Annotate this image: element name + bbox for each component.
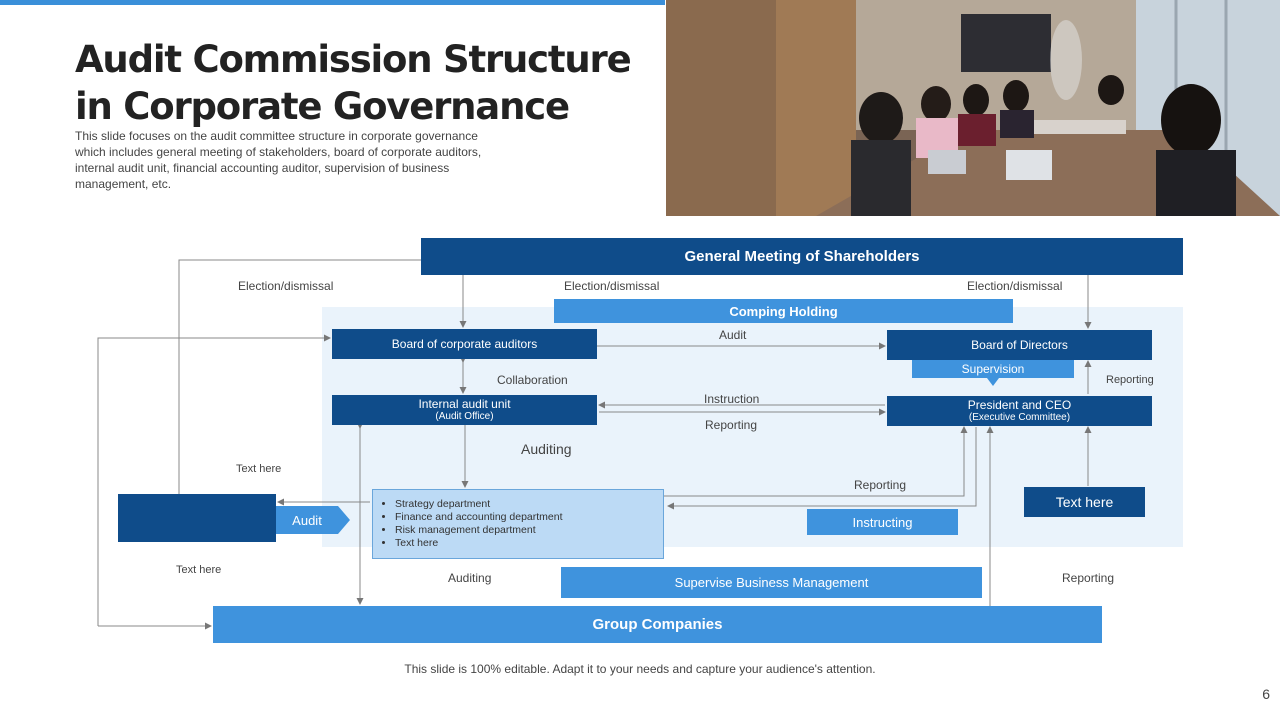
list-item: Finance and accounting department	[395, 511, 663, 524]
supervision-arrow-icon	[987, 378, 999, 386]
slide-description: This slide focuses on the audit committe…	[75, 129, 482, 191]
internal-audit-box: Internal audit unit (Audit Office)	[332, 395, 597, 425]
instructing-box: Instructing	[807, 509, 958, 535]
audit-tag-label: Audit	[292, 512, 322, 528]
line-reporting-dept	[664, 426, 968, 497]
slide-title: Audit Commission Structure in Corporate …	[75, 38, 632, 128]
internal-audit-label: Internal audit unit	[418, 396, 511, 411]
label-reporting-lower: Reporting	[854, 478, 907, 492]
label-election-right: Election/dismissal	[967, 279, 1063, 293]
comping-holding-box: Comping Holding	[554, 299, 1013, 323]
label-reporting-mid: Reporting	[705, 418, 758, 432]
departments-list: Strategy department Finance and accounti…	[373, 490, 663, 550]
line-instructing-dept	[667, 427, 977, 510]
label-election-mid: Election/dismissal	[564, 279, 660, 293]
list-item: Strategy department	[395, 498, 663, 511]
meeting-photo	[666, 0, 1280, 216]
list-item: Risk management department	[395, 524, 663, 537]
audit-tag-arrow-icon	[276, 506, 350, 534]
line-election-left	[178, 259, 421, 494]
label-auditing-top: Auditing	[521, 441, 572, 457]
label-auditing-bottom: Auditing	[448, 571, 492, 585]
departments-box: Strategy department Finance and accounti…	[372, 489, 664, 559]
line-left-to-auditors	[97, 334, 331, 626]
audit-tag: Audit	[276, 506, 350, 534]
label-text-here-lower: Text here	[176, 564, 222, 576]
label-text-here-upper: Text here	[236, 463, 282, 475]
supervision-box: Supervision	[912, 360, 1074, 378]
footer-note: This slide is 100% editable. Adapt it to…	[404, 662, 876, 676]
text-here-box: Text here	[1024, 487, 1145, 517]
group-companies-box: Group Companies	[213, 606, 1102, 643]
president-sub: (Executive Committee)	[968, 411, 1071, 423]
general-meeting-box: General Meeting of Shareholders	[421, 238, 1183, 275]
label-reporting-bottom: Reporting	[1062, 571, 1115, 585]
top-accent-bar	[0, 0, 665, 5]
label-reporting-right-top: Reporting	[1106, 374, 1154, 386]
supervise-business-box: Supervise Business Management	[561, 567, 982, 598]
label-audit: Audit	[719, 328, 747, 342]
label-election-left: Election/dismissal	[238, 279, 334, 293]
president-box: President and CEO (Executive Committee)	[887, 396, 1152, 426]
left-empty-box	[118, 494, 276, 542]
internal-audit-sub: (Audit Office)	[435, 410, 494, 422]
label-collaboration: Collaboration	[497, 373, 568, 387]
board-directors-box: Board of Directors	[887, 330, 1152, 360]
page-number: 6	[1262, 686, 1270, 702]
list-item: Text here	[395, 537, 663, 550]
board-auditors-box: Board of corporate auditors	[332, 329, 597, 359]
label-instruction: Instruction	[704, 392, 760, 406]
president-label: President and CEO	[967, 397, 1072, 412]
